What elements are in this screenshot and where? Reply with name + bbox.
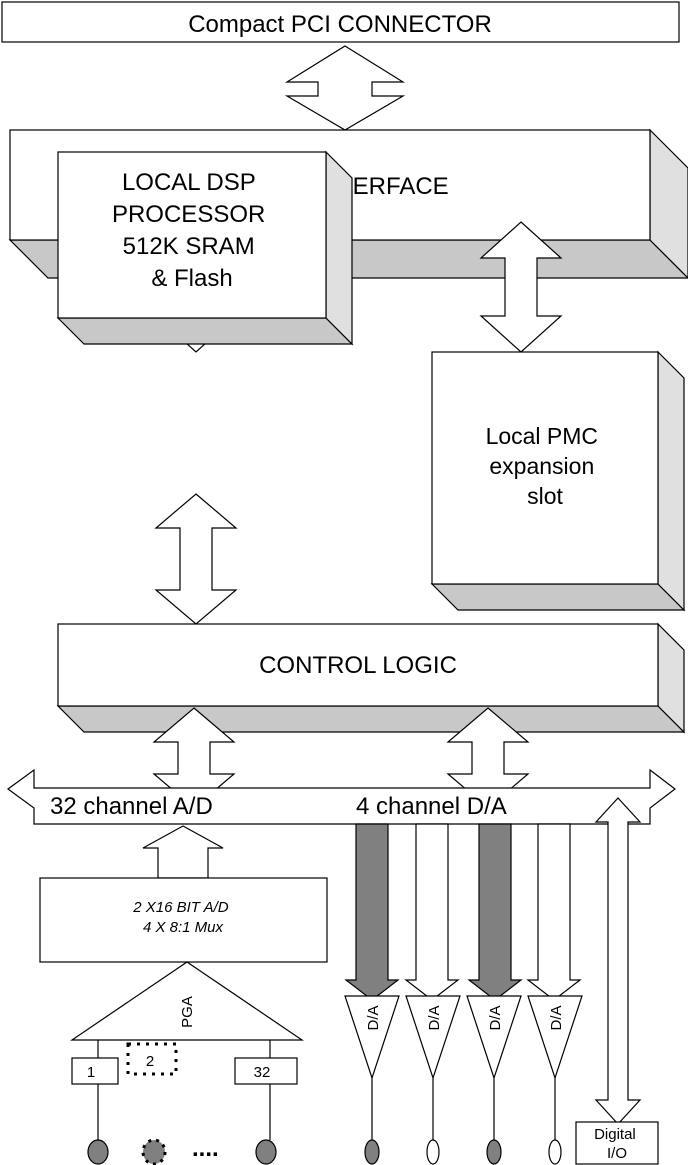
pmc-label: Local PMC expansion slot	[486, 423, 605, 509]
dsp-line-3: 512K SRAM	[123, 233, 255, 260]
arrow-dsp-control	[154, 493, 238, 625]
dac-channel-2: D/A	[404, 823, 461, 1165]
digital-io-line-2: I/O	[607, 1145, 627, 1162]
dsp-processor	[56, 150, 354, 346]
pmc-line-1: Local PMC	[486, 423, 598, 449]
pmc-expansion-slot	[430, 350, 686, 612]
pmc-line-3: slot	[527, 483, 563, 509]
dac-channel-1: D/A	[344, 823, 400, 1165]
connector-label: Compact PCI CONNECTOR	[188, 11, 492, 38]
arrow-connector-pci	[284, 45, 406, 131]
dac-channel-3: D/A	[466, 823, 523, 1165]
bus-ad-label: 32 channel A/D	[50, 793, 213, 820]
adc-block	[39, 877, 328, 963]
control-logic: CONTROL LOGIC	[56, 622, 686, 734]
dac-label-2: D/A	[426, 1005, 443, 1030]
digital-io-block	[575, 1121, 659, 1165]
dac-label-4: D/A	[548, 1005, 565, 1030]
arrow-digital-io	[594, 797, 642, 1125]
control-logic-label: CONTROL LOGIC	[259, 652, 457, 679]
compact-pci-connector: Compact PCI CONNECTOR	[1, 1, 680, 43]
dsp-line-1: LOCAL DSP	[122, 169, 255, 196]
adc-label: 2 X16 BIT A/D 4 X 8:1 Mux	[132, 899, 233, 936]
digital-io-line-1: Digital	[594, 1126, 636, 1143]
input-channel-2: 2 ....	[126, 1042, 219, 1165]
dac-label-3: D/A	[487, 1005, 504, 1030]
pga-label: PGA	[179, 996, 196, 1028]
pga-amplifier: PGA	[70, 961, 304, 1058]
input-label-2: 2	[146, 1053, 154, 1070]
dac-channel-4: D/A	[526, 823, 583, 1165]
input-ellipsis: ....	[192, 1135, 219, 1162]
input-label-32: 32	[254, 1064, 271, 1081]
arrow-adc-bus	[142, 825, 224, 879]
bus-da-label: 4 channel D/A	[356, 793, 507, 820]
input-channel-1: 1	[71, 1057, 119, 1165]
adc-line-1: 2 X16 BIT A/D	[132, 899, 228, 916]
digital-io-label: Digital I/O	[594, 1126, 640, 1162]
input-channel-32: 32	[234, 1057, 298, 1165]
adc-line-2: 4 X 8:1 Mux	[143, 919, 224, 936]
dsp-line-4: & Flash	[151, 265, 232, 292]
dsp-line-2: PROCESSOR	[112, 201, 265, 228]
input-label-1: 1	[87, 1064, 95, 1081]
dsp-label: LOCAL DSP PROCESSOR 512K SRAM & Flash	[112, 169, 272, 292]
pmc-line-2: expansion	[489, 453, 594, 479]
dac-label-1: D/A	[365, 1005, 382, 1030]
system-bus-arrow	[6, 768, 676, 825]
